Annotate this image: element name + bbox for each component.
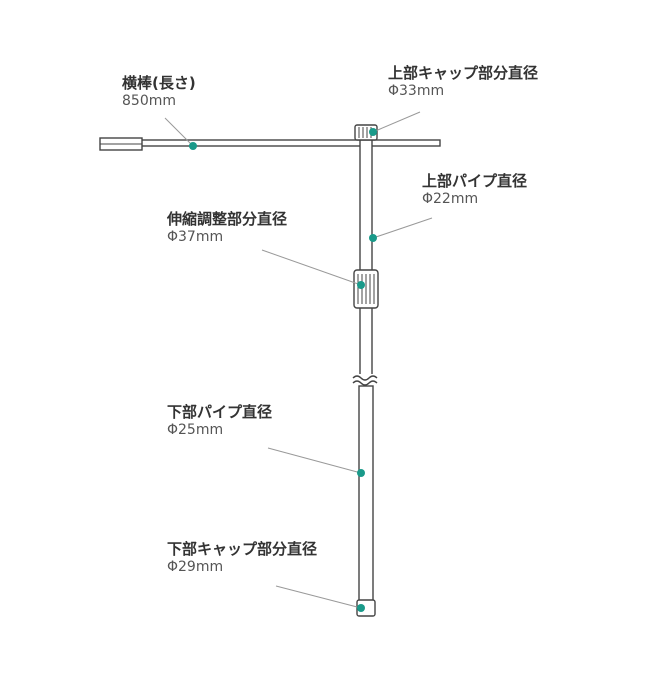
break-line-bottom: [352, 380, 378, 386]
label-upper-cap-value: Φ33mm: [388, 82, 445, 99]
label-lower-cap-value: Φ29mm: [167, 558, 224, 575]
label-upper-pipe: 上部パイプ直径 Φ22mm: [422, 172, 527, 208]
label-lower-pipe-value: Φ25mm: [167, 421, 224, 438]
marker-dot-upper-pipe: [369, 234, 377, 242]
label-upper-pipe-name: 上部パイプ直径: [422, 172, 528, 190]
label-upper-cap-name: 上部キャップ部分直径: [388, 64, 539, 82]
leader-line-adjuster: [261, 249, 362, 286]
leader-line-lower-cap: [275, 585, 362, 609]
label-upper-cap: 上部キャップ部分直径 Φ33mm: [388, 64, 538, 100]
crossbar-bar: [139, 139, 441, 147]
upper-pipe: [359, 139, 373, 383]
label-lower-cap: 下部キャップ部分直径 Φ29mm: [167, 540, 317, 576]
label-adjuster: 伸縮調整部分直径 Φ37mm: [167, 210, 287, 246]
marker-dot-lower-pipe: [357, 469, 365, 477]
leader-line-upper-cap: [372, 111, 421, 133]
label-adjuster-name: 伸縮調整部分直径: [167, 210, 288, 228]
leader-line-crossbar: [164, 117, 194, 147]
label-upper-pipe-value: Φ22mm: [422, 190, 479, 207]
marker-dots: [189, 128, 377, 612]
adjuster: [353, 269, 379, 309]
label-crossbar: 横棒(長さ) 850mm: [122, 74, 196, 110]
marker-dot-lower-cap: [357, 604, 365, 612]
crossbar: [99, 137, 441, 151]
marker-dot-crossbar: [189, 142, 197, 150]
label-crossbar-name: 横棒(長さ): [122, 74, 196, 92]
break-mark: [352, 374, 380, 386]
leader-line-upper-pipe: [372, 217, 433, 239]
marker-dot-upper-cap: [369, 128, 377, 136]
break-line-top: [352, 375, 378, 381]
label-lower-pipe: 下部パイプ直径 Φ25mm: [167, 403, 272, 439]
label-crossbar-value: 850mm: [122, 92, 176, 109]
label-adjuster-value: Φ37mm: [167, 228, 224, 245]
label-lower-cap-name: 下部キャップ部分直径: [167, 540, 318, 558]
lower-pipe: [358, 385, 374, 609]
leader-lines: [164, 111, 433, 609]
marker-dot-adjuster: [357, 281, 365, 289]
leader-line-lower-pipe: [267, 447, 362, 474]
label-lower-pipe-name: 下部パイプ直径: [167, 403, 273, 421]
